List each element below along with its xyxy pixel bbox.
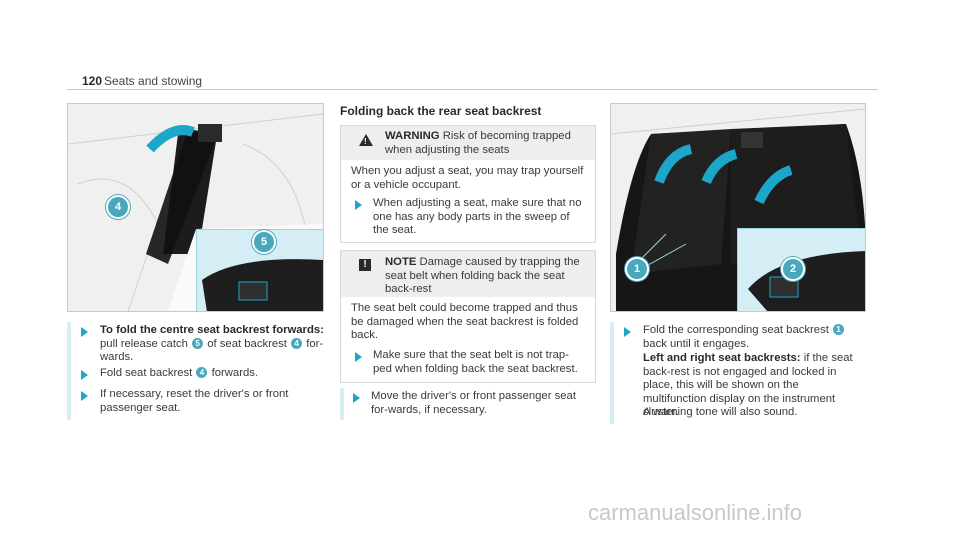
step-text: pull release catch [100, 337, 192, 350]
warning-header: ! WARNING Risk of becoming trapped when … [341, 126, 595, 160]
step-reset-seat: If necessary, reset the driver's or fron… [100, 388, 289, 414]
warning-body: When you adjust a seat, you may trap you… [351, 165, 584, 191]
warning-step: When adjusting a seat, make sure that no… [373, 197, 582, 237]
warning-title-text: Risk of becoming trapped when adjusting … [385, 130, 571, 156]
warning-triangle-icon: ! [359, 134, 373, 146]
callout-5: 5 [252, 230, 276, 254]
detail-inset-release [737, 228, 865, 311]
lr-text: if the seat back-rest is not engaged and… [643, 352, 853, 419]
ref-1: 1 [833, 324, 845, 335]
step-bar [340, 388, 344, 420]
note-label: NOTE [385, 256, 417, 268]
note-body: The seat belt could become trapped and t… [351, 302, 579, 342]
step-move-seat: Move the driver's or front passenger sea… [371, 390, 576, 416]
callout-1: 1 [625, 257, 649, 281]
exclamation-icon: ! [359, 259, 371, 271]
step-text: Fold seat backrest [100, 367, 196, 379]
warning-label: WARNING [385, 130, 440, 142]
callout-4: 4 [106, 195, 130, 219]
step-text: Fold the corresponding seat backrest [643, 324, 833, 336]
lr-title: Left and right seat backrests: [643, 352, 801, 364]
callout-2: 2 [781, 257, 805, 281]
warning-title: WARNING Risk of becoming trapped when ad… [385, 130, 590, 157]
step-fold-forwards: Fold seat backrest 4 forwards. [100, 367, 324, 381]
header-rule [67, 89, 878, 90]
step-fold-centre: To fold the centre seat backrest forward… [100, 324, 324, 365]
step-title: To fold the centre seat backrest forward… [100, 324, 324, 336]
section-title: Seats and stowing [104, 74, 203, 88]
step-fold-back: Fold the corresponding seat backrest 1 b… [643, 324, 865, 351]
section-heading: Folding back the rear seat backrest [340, 104, 542, 118]
step-arrow-icon [81, 391, 88, 401]
lr-backrests-info: Left and right seat backrests: if the se… [643, 352, 865, 420]
figure-centre-backrest: 4 5 [67, 103, 324, 312]
ref-4: 4 [291, 337, 303, 349]
warning-tone-info: A warning tone will also sound. [643, 406, 798, 418]
ref-4: 4 [196, 367, 208, 378]
ref-5: 5 [192, 337, 204, 349]
step-arrow-icon [353, 393, 360, 403]
note-box: ! NOTE Damage caused by trapping the sea… [340, 250, 596, 383]
step-text: for-wards. [100, 337, 324, 364]
watermark: carmanualsonline.info [588, 500, 803, 525]
step-bar [610, 322, 614, 424]
step-arrow-icon [81, 327, 88, 337]
step-arrow-icon [81, 370, 88, 380]
backrest-lock-illustration [748, 251, 865, 311]
step-arrow-icon [355, 352, 362, 362]
step-text: back until it engages. [643, 337, 750, 350]
note-header: ! NOTE Damage caused by trapping the sea… [341, 251, 595, 297]
warning-box: ! WARNING Risk of becoming trapped when … [340, 125, 596, 243]
step-text: of seat backrest [204, 337, 291, 350]
step-text: forwards. [208, 367, 259, 379]
note-step: Make sure that the seat belt is not trap… [373, 349, 578, 375]
step-arrow-icon [355, 200, 362, 210]
figure-rear-backrests: 1 2 [610, 103, 866, 312]
page-number: 120 [82, 74, 103, 88]
note-title: NOTE Damage caused by trapping the seat … [385, 256, 590, 297]
note-title-text: Damage caused by trapping the seat belt … [385, 256, 580, 296]
step-arrow-icon [624, 327, 631, 337]
step-bar [67, 322, 71, 420]
release-catch-illustration [202, 259, 323, 311]
